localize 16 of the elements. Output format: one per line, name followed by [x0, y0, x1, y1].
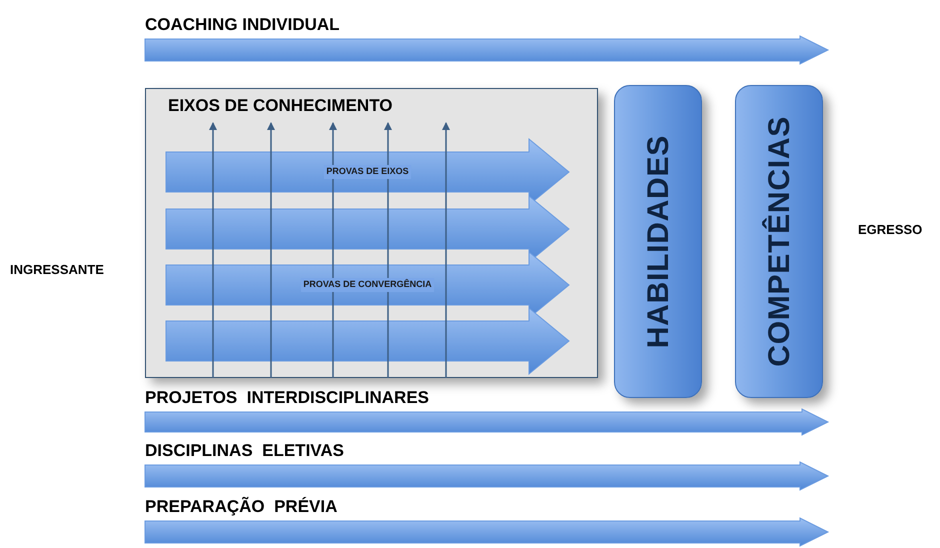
arrow-label: PROVAS DE EIXOS	[324, 165, 411, 179]
endpoint-label: INGRESSANTE	[10, 261, 104, 279]
lane-label: DISCIPLINAS ELETIVAS	[145, 440, 344, 462]
axis-band	[166, 308, 569, 374]
container-title: EIXOS DE CONHECIMENTO	[168, 95, 392, 117]
vertical-panel	[614, 85, 702, 398]
axis-container	[145, 88, 598, 378]
lane-label: COACHING INDIVIDUAL	[145, 14, 340, 36]
panel-label: COMPETÊNCIAS	[761, 116, 796, 367]
lane-band	[145, 494, 830, 548]
vertical-panel	[735, 85, 823, 398]
endpoint-label: EGRESSO	[858, 221, 922, 239]
arrow-label: PROVAS DE CONVERGÊNCIA	[301, 278, 434, 292]
lane-label: PROJETOS INTERDISCIPLINARES	[145, 387, 430, 409]
lane-label: PREPARAÇÃO PRÉVIA	[145, 496, 338, 518]
panel-label: HABILIDADES	[640, 134, 676, 348]
